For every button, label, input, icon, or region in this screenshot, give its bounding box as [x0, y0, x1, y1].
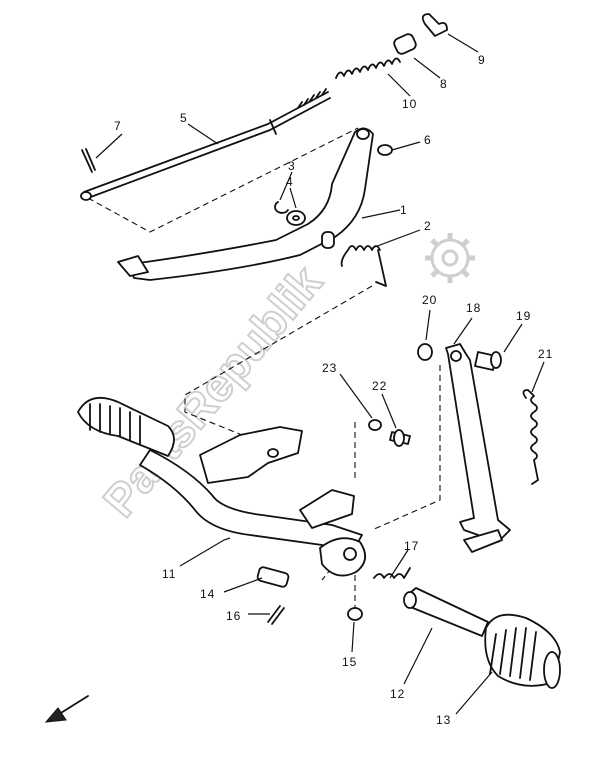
label-12: 12 — [390, 687, 405, 701]
label-9: 9 — [478, 53, 486, 67]
label-20: 20 — [422, 293, 437, 307]
footrest-rubber-13 — [484, 613, 561, 689]
part-labels: 1 2 3 4 5 6 7 8 9 10 11 12 13 14 15 16 1… — [114, 53, 553, 727]
cotter-pin-16 — [267, 605, 285, 625]
label-4: 4 — [286, 175, 294, 189]
sidestand — [445, 343, 511, 553]
label-19: 19 — [516, 309, 531, 323]
washer-4 — [286, 210, 306, 226]
watermark-text: PartsRepublik — [93, 256, 332, 527]
leader-lines — [95, 33, 545, 715]
footrest-peg-12 — [403, 587, 489, 637]
label-18: 18 — [466, 301, 481, 315]
label-1: 1 — [400, 203, 408, 217]
label-21: 21 — [538, 347, 553, 361]
label-3: 3 — [288, 159, 296, 173]
spring-nut-assembly — [335, 13, 448, 79]
label-8: 8 — [440, 77, 448, 91]
washer-23 — [368, 419, 382, 431]
label-10: 10 — [402, 97, 417, 111]
label-23: 23 — [322, 361, 337, 375]
label-13: 13 — [436, 713, 451, 727]
spring-17 — [373, 567, 411, 579]
label-6: 6 — [424, 133, 432, 147]
sidestand-spring — [522, 389, 539, 485]
bolt-19 — [474, 351, 502, 371]
label-2: 2 — [424, 219, 432, 233]
label-17: 17 — [404, 539, 419, 553]
return-spring — [340, 245, 387, 287]
cotter-pin-7 — [81, 148, 96, 173]
bolt-22 — [389, 429, 411, 447]
label-7: 7 — [114, 119, 122, 133]
label-11: 11 — [162, 567, 176, 581]
brake-pedal — [117, 127, 374, 281]
footrest-rubber-left — [77, 396, 175, 457]
gear-icon — [425, 233, 475, 283]
collar-20 — [417, 343, 433, 361]
washer-15 — [347, 607, 363, 621]
pivot-pin-14 — [256, 566, 290, 588]
label-5: 5 — [180, 111, 188, 125]
label-14: 14 — [200, 587, 215, 601]
label-22: 22 — [372, 379, 387, 393]
circlip-3 — [274, 201, 289, 214]
footrest-bar — [139, 426, 366, 577]
label-16: 16 — [226, 609, 241, 623]
brake-rod — [80, 88, 331, 201]
arrow-icon — [44, 695, 89, 723]
washer-6 — [377, 144, 393, 156]
label-15: 15 — [342, 655, 357, 669]
